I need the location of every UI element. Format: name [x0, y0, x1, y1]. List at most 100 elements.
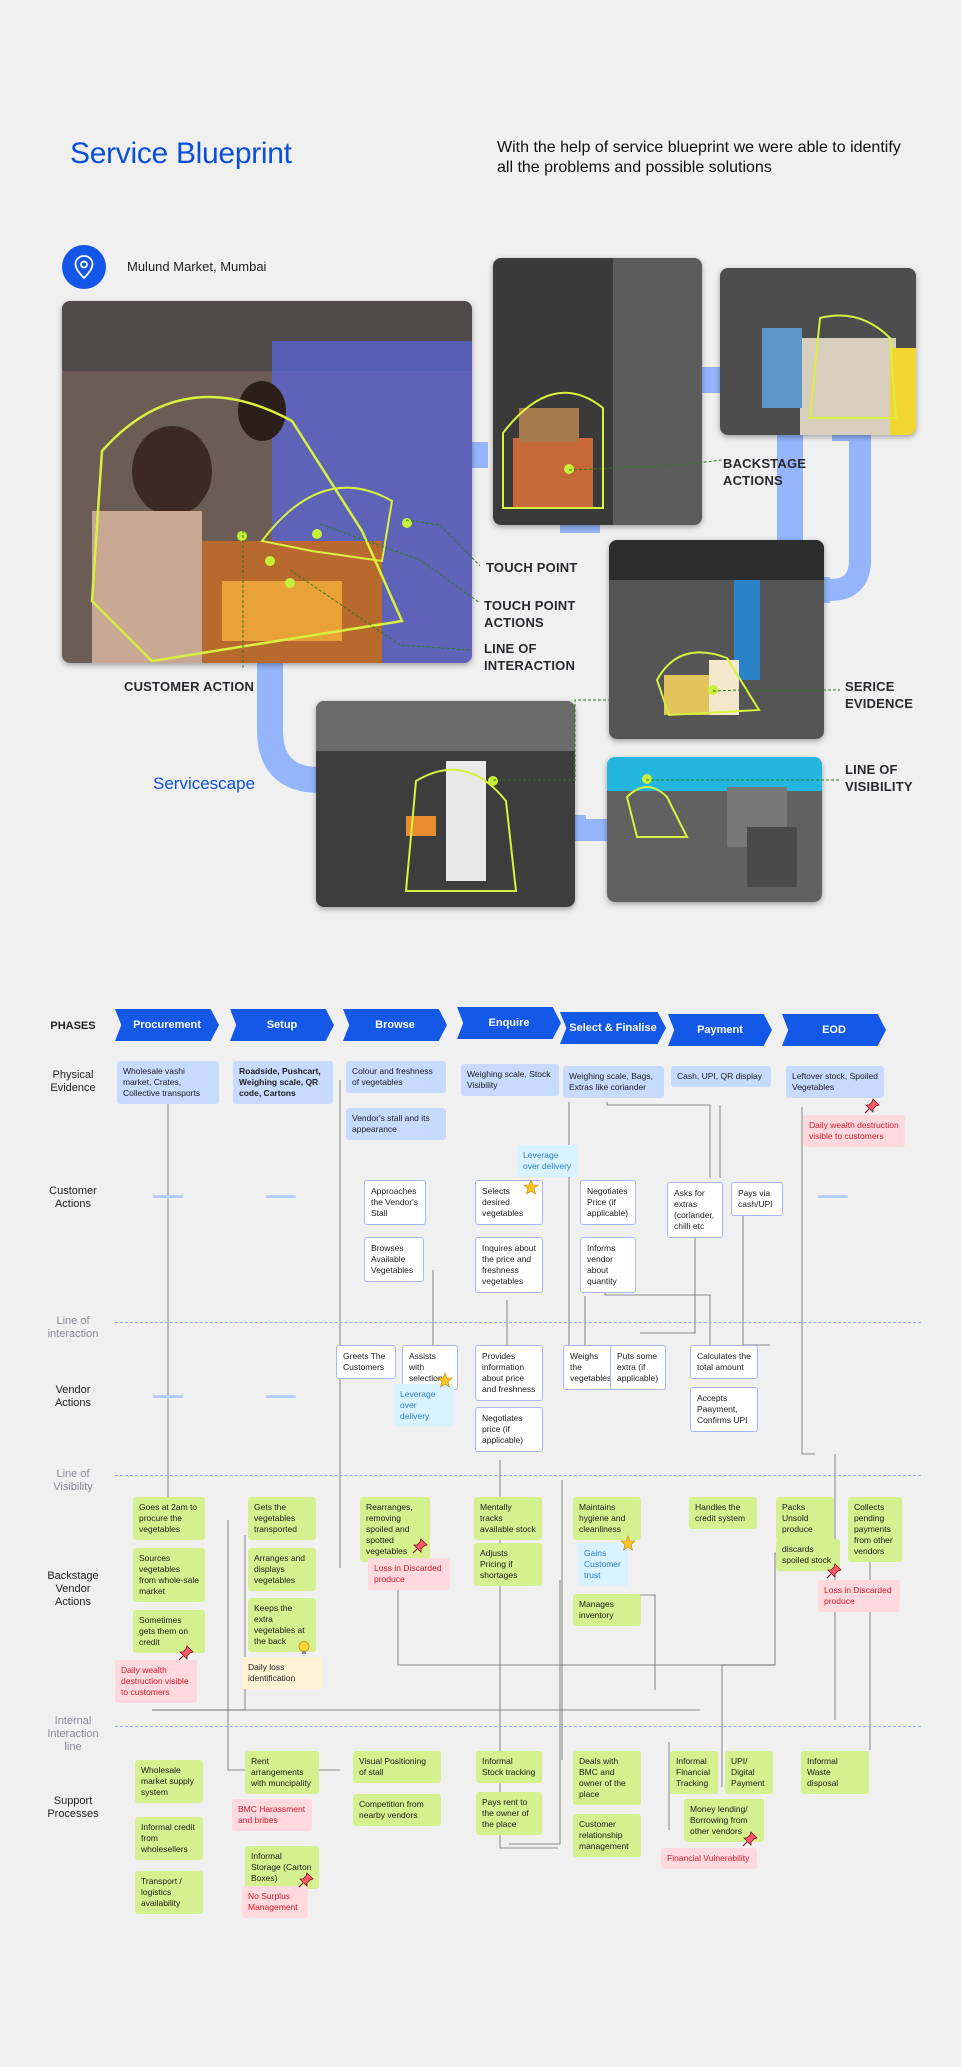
empty-tick: [153, 1395, 183, 1398]
pushpin-icon: [178, 1645, 194, 1661]
empty-tick: [266, 1195, 296, 1198]
pushpin-icon: [412, 1538, 428, 1554]
pain-point-card: Daily wealth destruction visible to cust…: [803, 1115, 905, 1147]
phase-select-finalise[interactable]: Select & Finalise: [560, 1012, 666, 1044]
physical-card: Roadside, Pushcart, Weighing scale, QR c…: [233, 1061, 333, 1104]
row-label-line-visibility: Line of Visibility: [53, 1468, 93, 1493]
pain-point-card: Financial Vulnerability: [661, 1848, 757, 1869]
backstage-card: Arranges and displays vegetables: [248, 1548, 316, 1591]
pain-point-card: BMC Harassment and bribes: [232, 1799, 312, 1831]
vendor-card: Provides information about price and fre…: [475, 1345, 543, 1401]
support-card: Visual Positioning of stall: [353, 1751, 441, 1783]
pushpin-icon: [742, 1831, 758, 1847]
vendor-card: Negotiates price (if applicable): [475, 1407, 543, 1452]
customer-card: Approaches the Vendor's Stall: [364, 1180, 426, 1225]
row-label-backstage: Backstage Vendor Actions: [47, 1570, 99, 1608]
backstage-card: Mentally tracks available stock: [474, 1497, 542, 1540]
backstage-card: Maintains hygiene and cleanliness: [573, 1497, 641, 1540]
phase-browse[interactable]: Browse: [343, 1009, 447, 1041]
market-photo-visibility: [607, 757, 822, 902]
customer-card: Inquires about the price and freshness v…: [475, 1237, 543, 1293]
page-title: Service Blueprint: [70, 137, 292, 170]
support-card: Informal Waste disposal: [801, 1751, 869, 1794]
market-photo-servicescape: [316, 701, 575, 907]
backstage-card: Gets the vegetables transported: [248, 1497, 316, 1540]
physical-card: Cash, UPI, QR display: [671, 1066, 771, 1087]
backstage-card: Manages inventory: [573, 1594, 641, 1626]
label-service-evidence: SERICE EVIDENCE: [845, 679, 914, 711]
market-photo-service-evidence: [609, 540, 824, 739]
phase-payment[interactable]: Payment: [668, 1014, 772, 1046]
physical-card: Leftover stock, Spoiled Vegetables: [786, 1066, 884, 1098]
customer-card: Negotiates Price (if applicable): [580, 1180, 636, 1225]
customer-card: Browses Available Vegetables: [364, 1237, 424, 1282]
vendor-card: Assists with selection: [402, 1345, 458, 1390]
label-touch-point: TOUCH POINT: [486, 560, 578, 575]
row-label-physical: Physical Evidence: [50, 1069, 96, 1094]
backstage-card: Keeps the extra vegetables at the back: [248, 1598, 316, 1652]
customer-card: Informs vendor about quantity: [580, 1237, 636, 1293]
empty-tick: [153, 1195, 183, 1198]
opportunity-card: Leverage over delivery: [394, 1384, 454, 1427]
pain-point-card: Loss in Discarded produce: [368, 1558, 450, 1590]
label-line-of-interaction: LINE OF INTERACTION: [484, 641, 576, 673]
vendor-card: Weighs the vegetables: [563, 1345, 617, 1390]
physical-card: Wholesale vashi market, Crates, Collecti…: [117, 1061, 219, 1104]
empty-tick: [266, 1395, 296, 1398]
phase-eod[interactable]: EOD: [782, 1014, 886, 1046]
row-label-customer: Customer Actions: [49, 1185, 97, 1210]
pain-point-card: Daily wealth destruction visible to cust…: [115, 1660, 197, 1703]
phase-setup[interactable]: Setup: [230, 1009, 334, 1041]
row-label-vendor: Vendor Actions: [54, 1384, 92, 1409]
support-card: Informal Stock tracking: [476, 1751, 542, 1783]
pain-point-card: Loss in Discarded produce: [818, 1580, 900, 1612]
vendor-card: Greets The Customers: [336, 1345, 396, 1379]
location-label: Mulund Market, Mumbai: [127, 259, 267, 274]
support-card: Competition from nearby vendors: [353, 1794, 441, 1826]
backstage-card: Rearranges, removing spoiled and spotted…: [360, 1497, 430, 1562]
phases-label: PHASES: [50, 1020, 96, 1032]
phase-enquire[interactable]: Enquire: [457, 1007, 561, 1039]
backstage-card: Handles the credit system: [689, 1497, 757, 1529]
support-card: Pays rent to the owner of the place: [476, 1792, 542, 1835]
pushpin-icon: [826, 1563, 842, 1579]
row-label-support: Support Processes: [47, 1795, 99, 1820]
star-icon: [620, 1535, 636, 1551]
support-card: Informal credit from wholesellers: [135, 1817, 203, 1860]
backstage-card: Goes at 2am to procure the vegetables: [133, 1497, 205, 1540]
physical-card: Weighing scale, Stock Visibility: [461, 1064, 559, 1096]
intro-text: With the help of service blueprint we we…: [497, 139, 901, 176]
backstage-card: Sometimes gets them on credit: [133, 1610, 205, 1653]
pushpin-icon: [864, 1098, 880, 1114]
internal-interaction-line: [115, 1726, 921, 1727]
market-photo-backstage-sacks: [720, 268, 916, 435]
label-line-of-visibility: LINE OF VISIBILITY: [845, 762, 913, 794]
insight-card: Daily loss identification: [242, 1657, 322, 1689]
market-photo-backstage-crates: [493, 258, 702, 525]
backstage-card: Adjusts Pricing if shortages: [474, 1543, 542, 1586]
phase-procurement[interactable]: Procurement: [115, 1009, 219, 1041]
market-photo-main: [62, 301, 472, 663]
label-backstage-actions: BACKSTAGE ACTIONS: [723, 456, 807, 488]
backstage-card: Sources vegetables from whole-sale marke…: [133, 1548, 205, 1602]
customer-card: Pays via cash/UPI: [731, 1182, 783, 1216]
vendor-card: Calculates the total amount: [690, 1345, 758, 1379]
support-card: Wholesale market supply system: [135, 1760, 203, 1803]
support-card: Money lending/ Borrowing from other vend…: [684, 1799, 764, 1842]
support-card: Informal Financial Tracking: [670, 1751, 718, 1794]
location-pin-icon: [74, 255, 94, 280]
label-servicescape: Servicescape: [153, 774, 256, 793]
row-label-line-interaction: Line of interaction: [47, 1315, 99, 1340]
vendor-card: Puts some extra (if applicable): [610, 1345, 666, 1390]
callout-lines: [242, 459, 840, 781]
star-icon: [437, 1372, 453, 1388]
support-card: Rent arrangements with muncipality: [245, 1751, 319, 1794]
vendor-card: Accepts Paayment, Confirms UPI: [690, 1387, 758, 1432]
opportunity-card: Leverage over delivery: [517, 1145, 578, 1177]
empty-tick: [818, 1195, 848, 1198]
support-card: Transport / logistics availability: [135, 1871, 203, 1914]
customer-card: Asks for extras (coriander, chilli etc: [667, 1182, 723, 1238]
backstage-card: Packs Unsold produce: [776, 1497, 834, 1540]
support-card: Customer relationship management: [573, 1814, 641, 1857]
row-label-internal: Internal Interaction line: [47, 1715, 99, 1753]
